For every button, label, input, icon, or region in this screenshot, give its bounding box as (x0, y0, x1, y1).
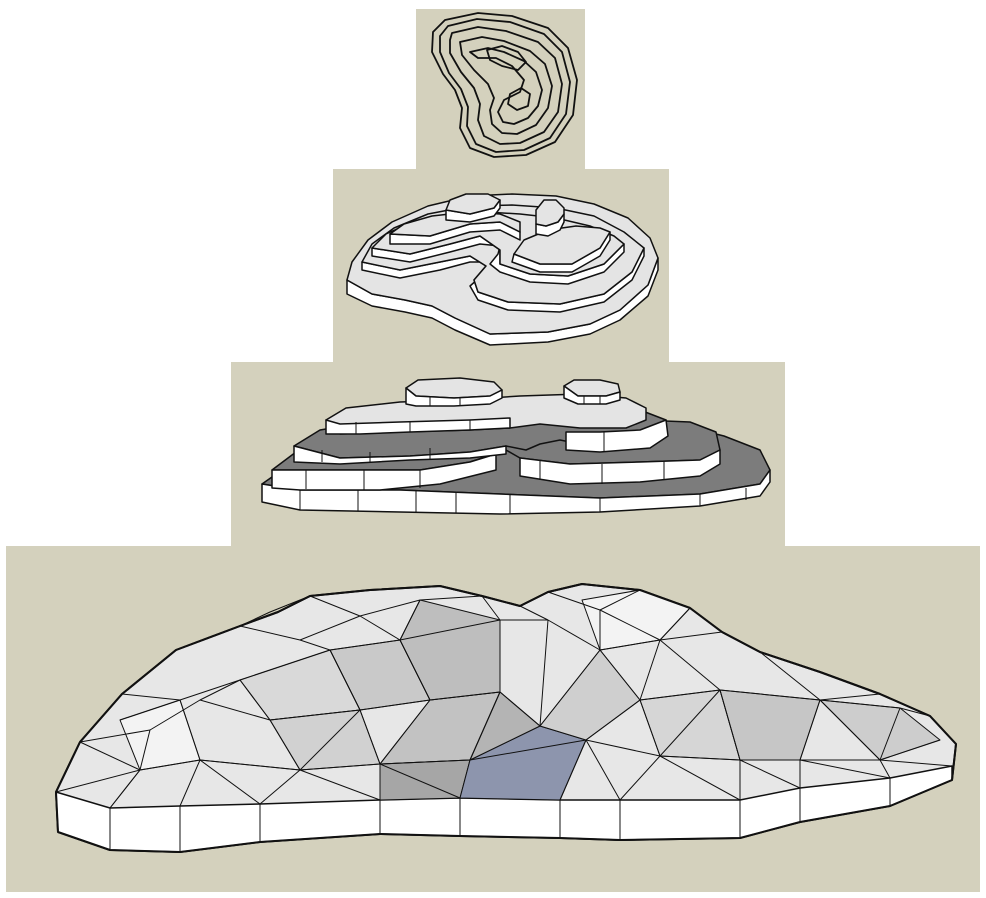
stepped-layers-icon (262, 378, 770, 514)
tin-mesh-icon (56, 584, 956, 852)
terraced-slabs-icon (347, 194, 658, 345)
contour-map-icon (432, 13, 577, 157)
